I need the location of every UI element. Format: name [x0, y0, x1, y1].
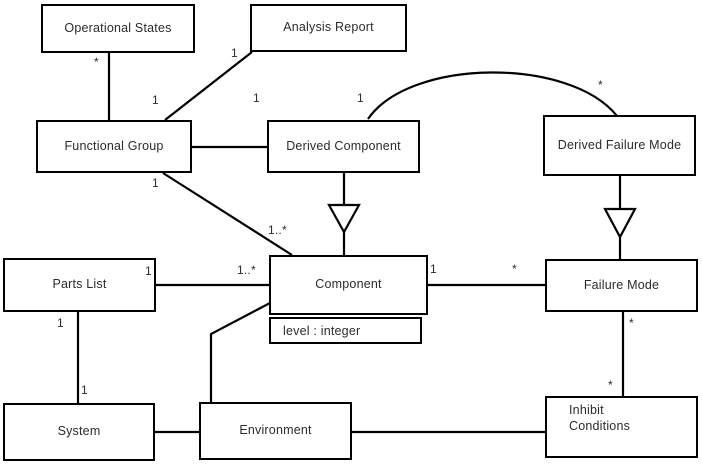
multiplicity-analysis-report-end: 1 — [231, 46, 238, 60]
multiplicity-component-failure-mode-end: 1 — [430, 262, 437, 276]
class-box-parts-list[interactable]: Parts List — [3, 258, 156, 312]
multiplicity-derived-failure-mode-curved-end: * — [598, 78, 603, 92]
class-box-derived-component[interactable]: Derived Component — [267, 120, 420, 173]
multiplicity-inhibit-failure-mode-end: * — [608, 378, 613, 392]
class-box-operational-states[interactable]: Operational States — [41, 4, 195, 53]
class-name-parts-list: Parts List — [52, 277, 107, 292]
multiplicity-parts-list-system-end: 1 — [57, 316, 64, 330]
class-name-inhibit-conditions: Inhibit Conditions — [569, 403, 631, 433]
multiplicity-functional-group-component-end: 1 — [152, 176, 159, 190]
class-name-component: Component — [315, 277, 382, 292]
attribute-level: level : integer — [283, 324, 361, 338]
class-name-functional-group: Functional Group — [64, 138, 164, 153]
class-name-system: System — [57, 424, 101, 439]
class-box-failure-mode[interactable]: Failure Mode — [545, 259, 698, 312]
multiplicity-functional-group-operational-states-end: 1 — [152, 93, 159, 107]
class-box-system[interactable]: System — [3, 403, 155, 461]
class-name-analysis-report: Analysis Report — [283, 20, 374, 35]
class-name-failure-mode: Failure Mode — [583, 277, 660, 292]
class-box-component[interactable]: Component — [269, 255, 428, 315]
generalization-triangle-component — [327, 203, 361, 235]
edge-analysis-report-functional-group — [164, 51, 253, 121]
edge-component-environment — [209, 302, 271, 402]
multiplicity-derived-component-functional-group-end: 1 — [253, 91, 260, 105]
multiplicity-derived-component-curved-end: 1 — [357, 91, 364, 105]
class-attributes-component[interactable]: level : integer — [269, 317, 422, 344]
class-name-operational-states: Operational States — [64, 20, 172, 35]
multiplicity-operational-states-end: * — [94, 55, 99, 69]
class-box-derived-failure-mode[interactable]: Derived Failure Mode — [543, 115, 696, 176]
class-box-environment[interactable]: Environment — [199, 402, 352, 460]
edge-derived-component-derived-failure-mode — [367, 71, 618, 120]
multiplicity-component-functional-group-end: 1..* — [268, 223, 287, 237]
multiplicity-system-parts-list-end: 1 — [81, 383, 88, 397]
multiplicity-component-parts-list-end: 1..* — [237, 263, 256, 277]
multiplicity-parts-list-component-end: 1 — [145, 264, 152, 278]
class-box-functional-group[interactable]: Functional Group — [36, 120, 192, 173]
multiplicity-failure-mode-component-end: * — [512, 262, 517, 276]
class-name-derived-component: Derived Component — [286, 138, 401, 153]
class-box-analysis-report[interactable]: Analysis Report — [250, 4, 407, 52]
generalization-triangle-failure-mode — [603, 207, 637, 240]
edge-functional-group-component — [162, 172, 293, 256]
class-box-inhibit-conditions[interactable]: Inhibit Conditions — [545, 396, 698, 458]
class-name-environment: Environment — [239, 423, 312, 438]
multiplicity-failure-mode-inhibit-end: * — [629, 316, 634, 330]
class-name-derived-failure-mode: Derived Failure Mode — [557, 137, 682, 152]
